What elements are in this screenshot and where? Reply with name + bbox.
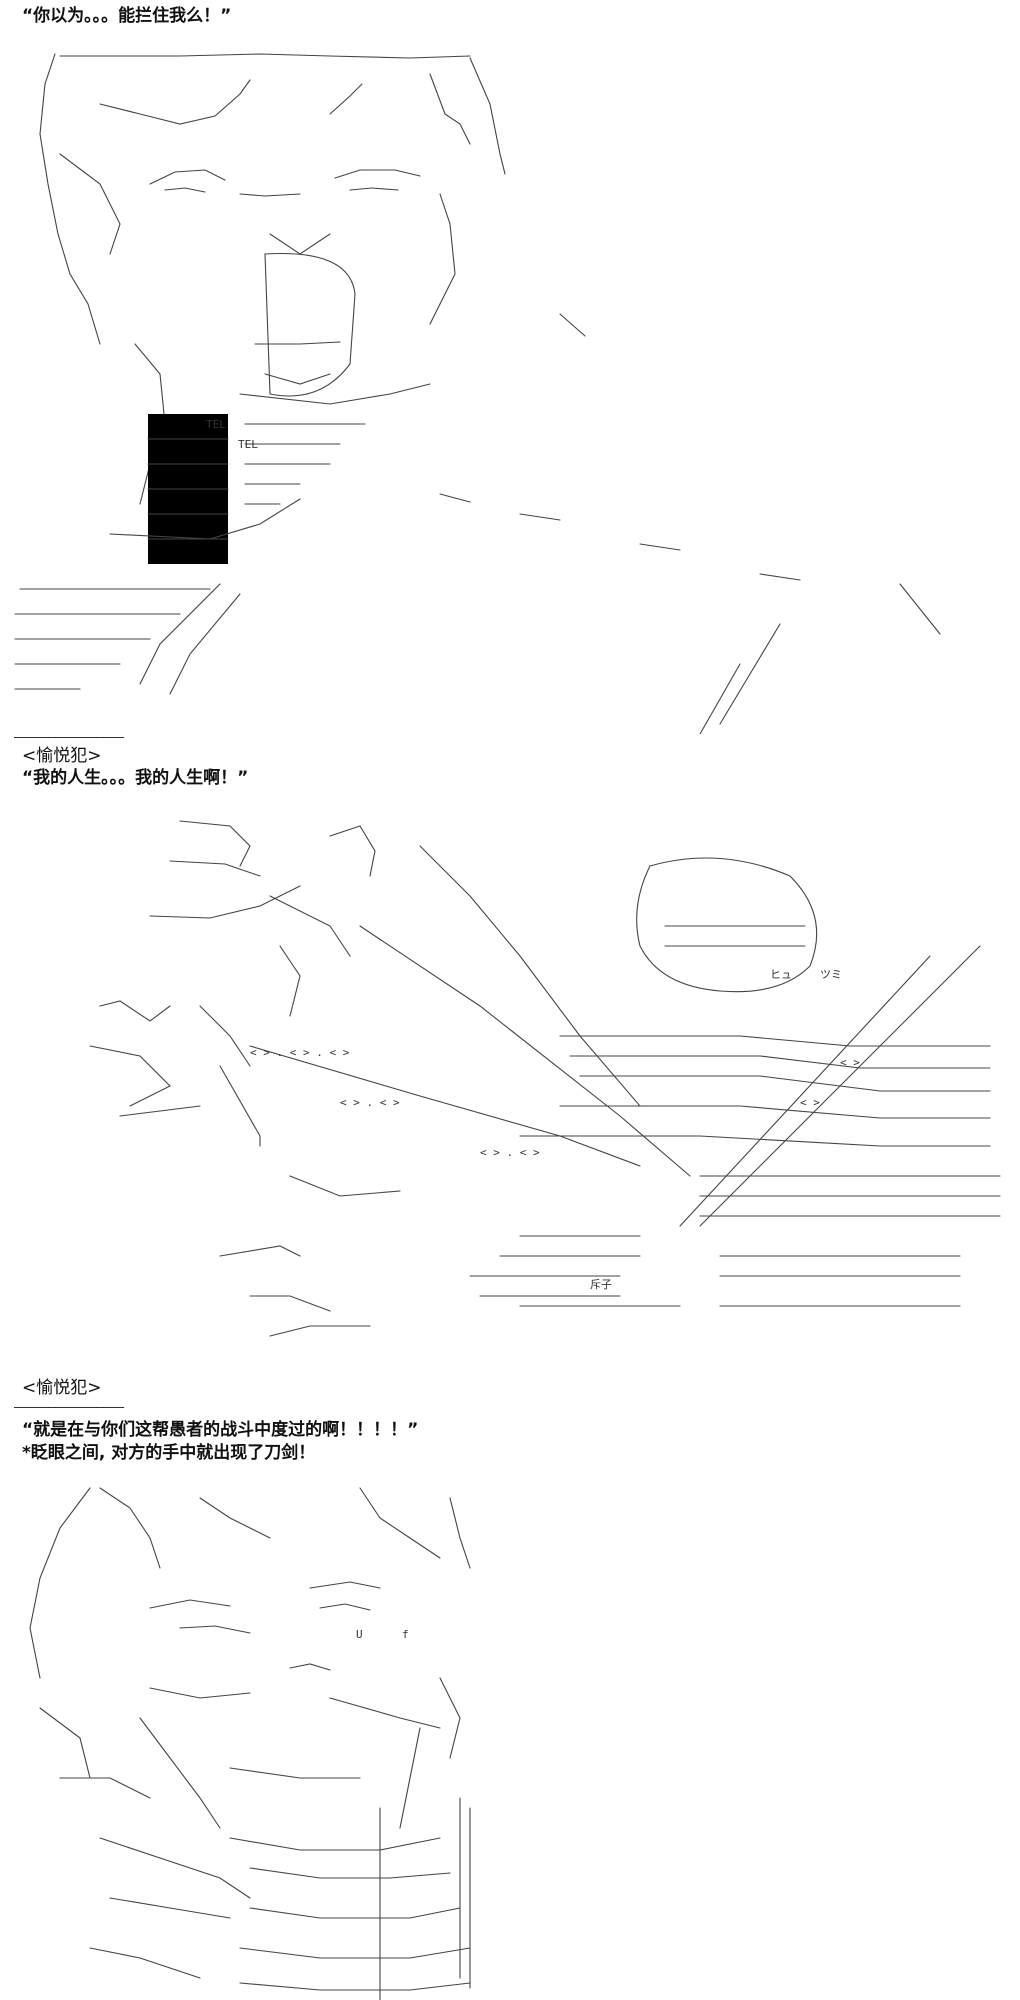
ascii-art-panel-1: TEL TEL [0,44,1020,734]
svg-text:< >: < > [840,1056,860,1069]
separator-2: ———————————————— [14,1400,124,1415]
eyes [149,169,421,197]
opponent-head [636,857,818,993]
kana-glyph-a: ヒュ [770,968,792,981]
phone [254,252,356,397]
neck-and-collar [59,1717,421,1829]
hand-left [89,820,376,1147]
kana-glyph-c: 斥子 [590,1278,612,1291]
kana-glyph-b: ツミ [820,968,842,981]
glyph-u: U [356,1628,363,1641]
face: U f [149,1581,441,1729]
tel-glyph-a: TEL [206,418,226,431]
speed-lines [439,313,941,734]
hand-and-sleeve [14,343,431,695]
dialogue-line-3: “就是在与你们这帮愚者的战斗中度过的啊！！！！” [22,1420,419,1440]
speaker-label-2: <愉悦犯> [22,746,102,766]
hair-outline [39,53,506,345]
impact-marks: < > . < > . < > < > . < > < > . < > < > … [250,1046,860,1159]
svg-text:< > . < >: < > . < > [340,1096,400,1109]
separator-1: ———————————————— [14,730,124,745]
svg-text:< > . < > . < >: < > . < > . < > [250,1046,350,1059]
narration-line: *眨眼之间, 对方的手中就出现了刀剑！ [22,1443,316,1463]
dialogue-line-2: “我的人生。。。我的人生啊！” [22,768,249,788]
speaker-label-3: <愉悦犯> [22,1378,102,1398]
opponent-body [469,1035,1001,1307]
cloth-bottom [219,1175,401,1337]
tel-glyph-b: TEL [238,438,258,451]
glyph-f: f [402,1628,409,1641]
hair-outline [29,1487,471,1779]
dialogue-line-1: “你以为。。。能拦住我么！” [22,6,232,26]
ascii-art-panel-2: < > . < > . < > < > . < > < > . < > < > … [0,806,1020,1380]
ascii-art-panel-3: U f [0,1478,1020,2000]
coat [89,1797,471,2000]
svg-text:< > . < >: < > . < > [480,1146,540,1159]
face-lines [59,153,456,325]
svg-text:< >: < > [800,1096,820,1109]
